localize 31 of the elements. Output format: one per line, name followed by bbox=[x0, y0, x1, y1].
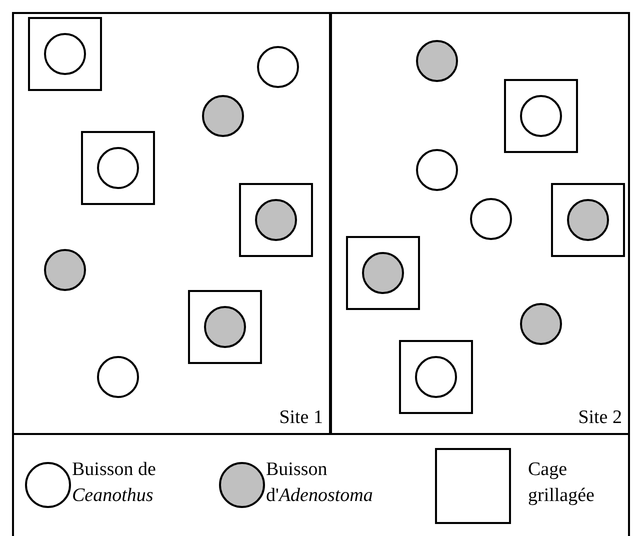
cage-square bbox=[81, 131, 155, 205]
cage-square bbox=[188, 290, 262, 364]
site-panel bbox=[330, 12, 630, 435]
shrub-circle bbox=[416, 40, 458, 82]
shrub-circle bbox=[257, 46, 299, 88]
shrub-circle bbox=[567, 199, 609, 241]
site-panel bbox=[12, 12, 331, 435]
legend-label: Buisson de Ceanothus bbox=[72, 458, 157, 508]
shrub-circle bbox=[520, 95, 562, 137]
legend-label: Buisson d'Adenostoma bbox=[266, 458, 374, 508]
shrub-circle bbox=[44, 249, 86, 291]
legend-label: Cage grillagée bbox=[528, 458, 596, 508]
shrub-circle bbox=[97, 356, 139, 398]
shrub-circle bbox=[202, 95, 244, 137]
site-label: Site 1 bbox=[279, 407, 323, 429]
shrub-circle bbox=[97, 147, 139, 189]
shrub-circle bbox=[416, 149, 458, 191]
shrub-circle bbox=[44, 33, 86, 75]
cage-square bbox=[504, 79, 578, 153]
cage-square bbox=[239, 183, 313, 257]
cage-square bbox=[399, 340, 473, 414]
shrub-circle bbox=[204, 306, 246, 348]
site-label: Site 2 bbox=[578, 407, 622, 429]
cage-square bbox=[28, 17, 102, 91]
shrub-circle bbox=[415, 356, 457, 398]
cage-square bbox=[346, 236, 420, 310]
shrub-circle bbox=[362, 252, 404, 294]
shrub-circle bbox=[255, 199, 297, 241]
shrub-circle bbox=[470, 198, 512, 240]
shrub-circle bbox=[520, 303, 562, 345]
cage-square bbox=[551, 183, 625, 257]
